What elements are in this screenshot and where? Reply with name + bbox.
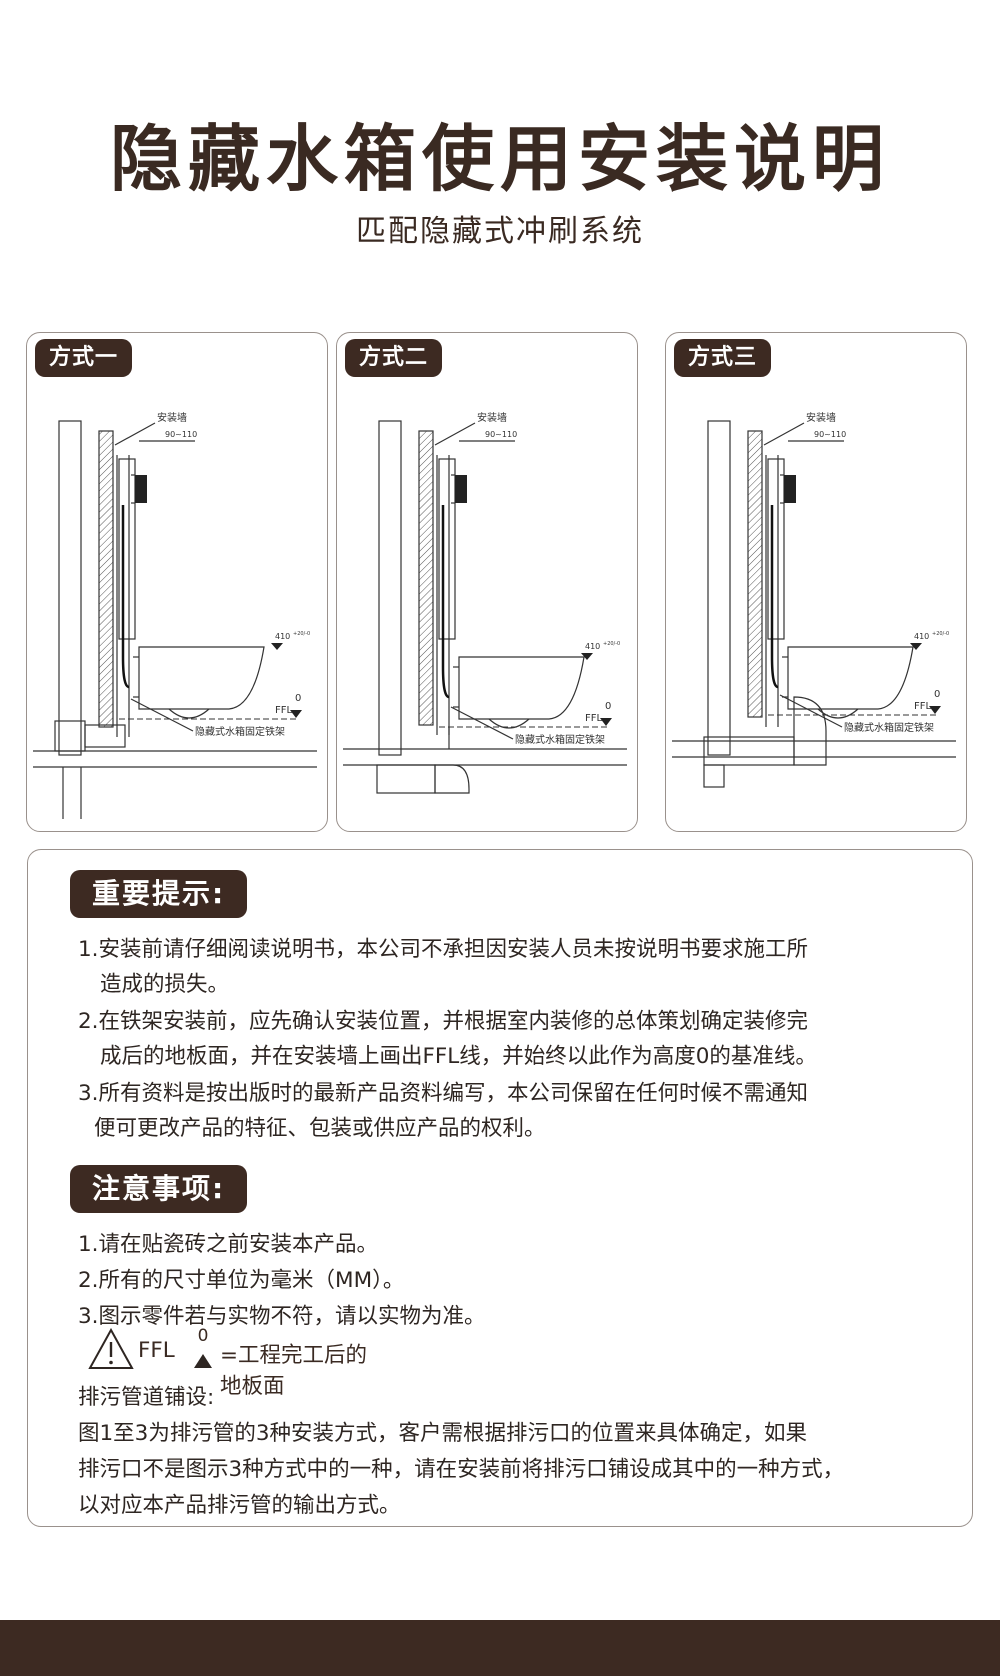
height-label: 410 (914, 632, 929, 641)
level-triangle-icon (194, 1354, 212, 1368)
wall-hatch (418, 430, 434, 726)
height-tolerance: +20/-0 (932, 631, 949, 637)
dimension-label: 90~110 (485, 430, 517, 439)
ffl-label: FFL (914, 701, 932, 712)
footer-bar (0, 1620, 1000, 1676)
page-subtitle: 匹配隐藏式冲刷系统 (356, 214, 644, 249)
wall-label: 安装墙 (477, 411, 507, 424)
important-line: 造成的损失。 (100, 972, 230, 997)
ffl-description: =工程完工后的地板面 (220, 1343, 368, 1399)
ffl-legend: FFL 0 =工程完工后的地板面 (88, 1326, 388, 1399)
drain-line: 排污口不是图示3种方式中的一种，请在安装前将排污口铺设成其中的一种方式， (78, 1457, 845, 1482)
bracket-label: 隐藏式水箱固定铁架 (195, 725, 285, 738)
important-line: 2.在铁架安装前，应先确认安装位置，并根据室内装修的总体策划确定装修完 (78, 1009, 809, 1034)
ffl-label: FFL (585, 713, 603, 724)
important-line: 便可更改产品的特征、包装或供应产品的权利。 (94, 1116, 546, 1141)
ffl-zero: 0 (605, 701, 611, 712)
notice-line: 2.所有的尺寸单位为毫米（MM）。 (78, 1268, 405, 1293)
ffl-text: FFL (138, 1338, 175, 1363)
height-tolerance: +20/-0 (603, 641, 620, 647)
bracket-label: 隐藏式水箱固定铁架 (844, 721, 934, 734)
ffl-zero: 0 (197, 1326, 209, 1346)
method-tag: 方式三 (674, 339, 772, 377)
method-tag: 方式一 (35, 339, 133, 377)
important-heading: 重要提示: (70, 870, 248, 918)
notice-line: 1.请在贴瓷砖之前安装本产品。 (78, 1232, 379, 1257)
ffl-label: FFL (275, 705, 293, 716)
height-tolerance: +20/-0 (293, 631, 310, 637)
wall-label: 安装墙 (806, 411, 836, 424)
height-label: 410 (275, 632, 290, 641)
dimension-label: 90~110 (814, 430, 846, 439)
warning-icon (88, 1328, 134, 1369)
important-line: 成后的地板面，并在安装墙上画出FFL线，并始终以此作为高度0的基准线。 (100, 1044, 817, 1069)
ffl-mark: 0 (192, 1326, 214, 1372)
wall-label: 安装墙 (157, 411, 187, 424)
page-title: 隐藏水箱使用安装说明 (109, 117, 890, 201)
ffl-zero: 0 (295, 693, 301, 704)
wall-hatch (98, 430, 114, 728)
bracket-label: 隐藏式水箱固定铁架 (515, 733, 605, 746)
wall-hatch (747, 430, 763, 718)
notice-line: 3.图示零件若与实物不符，请以实物为准。 (78, 1304, 486, 1329)
notice-heading: 注意事项: (70, 1165, 248, 1213)
important-line: 1.安装前请仔细阅读说明书，本公司不承担因安装人员未按说明书要求施工所 (78, 937, 809, 962)
drain-title: 排污管道铺设: (78, 1385, 215, 1410)
drain-line: 图1至3为排污管的3种安装方式，客户需根据排污口的位置来具体确定，如果 (78, 1421, 808, 1446)
notes-box: 重要提示: 1.安装前请仔细阅读说明书，本公司不承担因安装人员未按说明书要求施工… (27, 849, 973, 1527)
method-tag: 方式二 (345, 339, 443, 377)
important-line: 3.所有资料是按出版时的最新产品资料编写，本公司保留在任何时候不需通知 (78, 1081, 809, 1106)
drain-line: 以对应本产品排污管的输出方式。 (78, 1493, 401, 1518)
dimension-label: 90~110 (165, 430, 197, 439)
ffl-zero: 0 (934, 689, 940, 700)
height-label: 410 (585, 642, 600, 651)
